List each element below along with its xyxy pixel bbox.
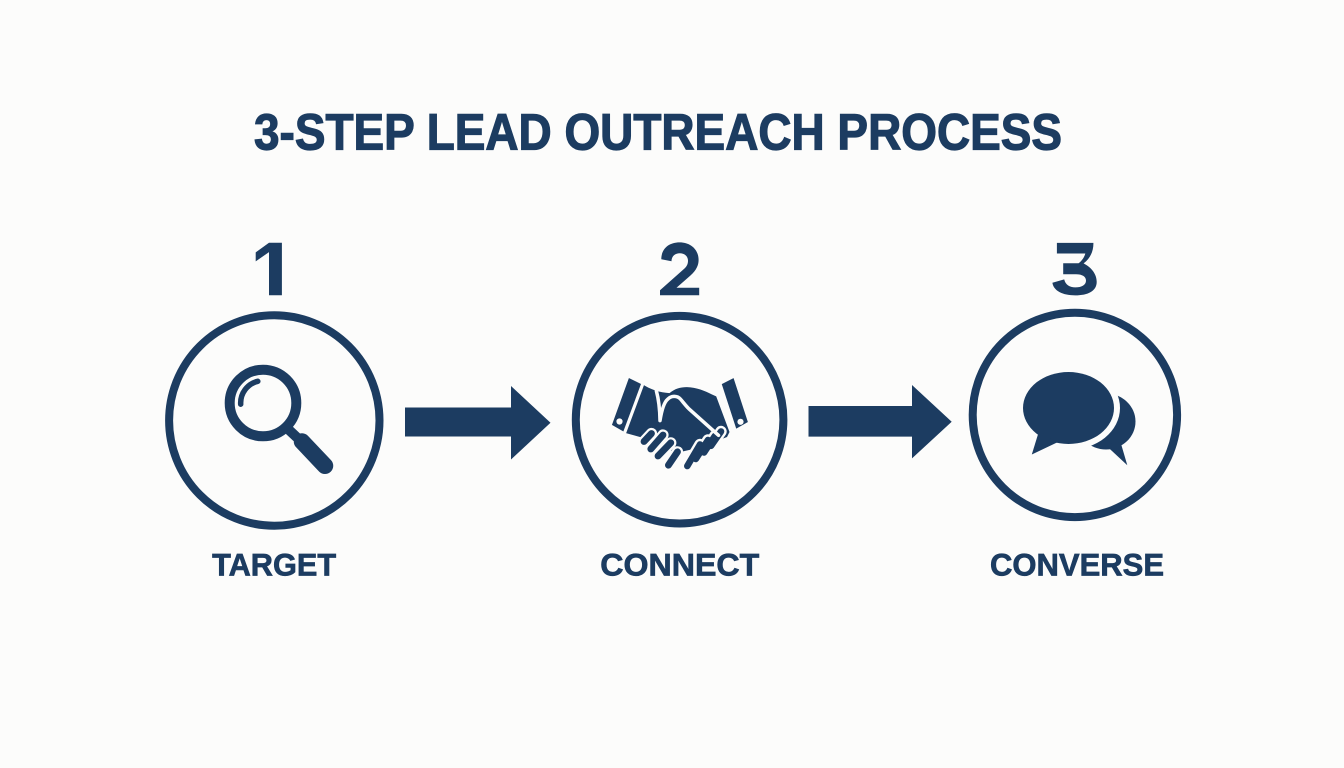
svg-text:3-STEP LEAD OUTREACH PROCESS: 3-STEP LEAD OUTREACH PROCESS (254, 104, 1062, 161)
svg-text:CONNECT: CONNECT (600, 547, 759, 583)
svg-text:TARGET: TARGET (212, 547, 336, 583)
svg-text:CONVERSE: CONVERSE (990, 547, 1164, 583)
